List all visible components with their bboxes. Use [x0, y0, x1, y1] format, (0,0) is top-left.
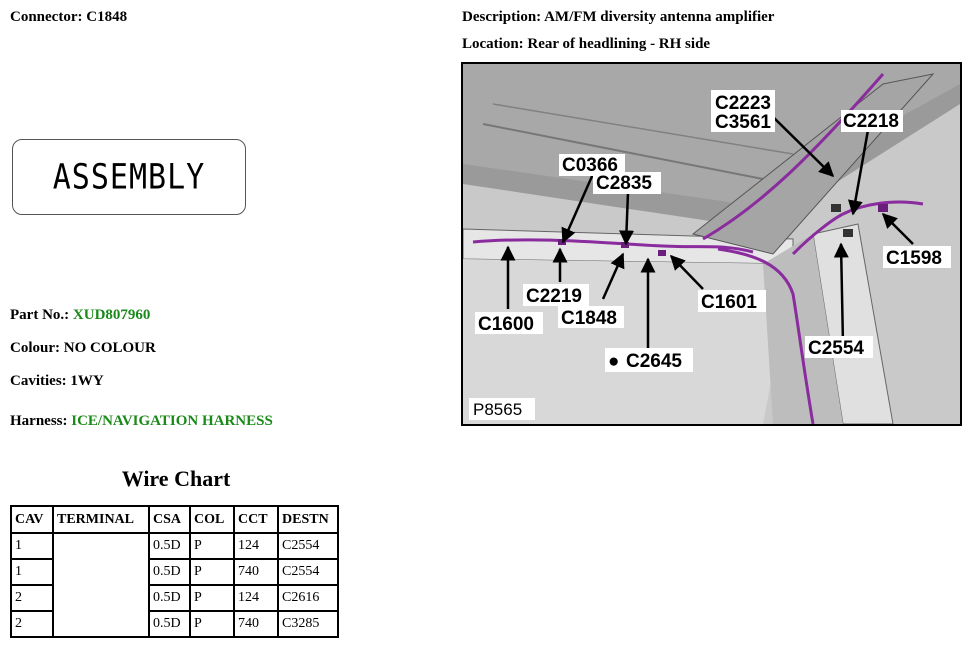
callout-c1601: C1601 — [701, 292, 757, 313]
table-row: 1 0.5D P 124 C2554 — [10, 532, 339, 638]
cell-col: P — [189, 584, 235, 612]
part-number-link[interactable]: XUD807960 — [72, 307, 151, 323]
harness-link[interactable]: ICE/NAVIGATION HARNESS — [71, 413, 273, 429]
wire-chart-table: CAV TERMINAL CSA COL CCT DESTN 1 0.5D P … — [10, 505, 339, 638]
col-header-csa: CSA — [148, 505, 191, 534]
cell-cav: 1 — [10, 558, 54, 586]
cell-cct: 740 — [233, 610, 279, 638]
description-label: Description: AM/FM diversity antenna amp… — [462, 9, 775, 25]
cell-terminal — [52, 532, 150, 638]
location-figure: C2223 C3561 C2218 C0366 C2835 C2219 C184… — [461, 62, 962, 426]
cell-csa: 0.5D — [148, 558, 191, 586]
col-header-terminal: TERMINAL — [52, 505, 150, 534]
cell-destn: C2616 — [277, 584, 339, 612]
figure-id: P8565 — [473, 400, 522, 419]
part-number-label: Part No.: — [10, 307, 70, 323]
cell-cav: 2 — [10, 584, 54, 612]
assembly-badge-text: ASSEMBLY — [52, 156, 206, 198]
cavities-label: Cavities: 1WY — [10, 373, 104, 389]
callout-c2645: C2645 — [626, 351, 682, 372]
cell-csa: 0.5D — [148, 610, 191, 638]
cell-cav: 2 — [10, 610, 54, 638]
location-label: Location: Rear of headlining - RH side — [462, 36, 711, 52]
cell-cct: 740 — [233, 558, 279, 586]
cell-col: P — [189, 558, 235, 586]
col-header-cav: CAV — [10, 505, 54, 534]
table-row: 1 0.5D P 740 C2554 — [10, 558, 339, 586]
callout-c1848: C1848 — [561, 308, 617, 329]
callout-dot-marker: ● — [608, 351, 619, 372]
cell-csa: 0.5D — [148, 584, 191, 612]
colour-label: Colour: NO COLOUR — [10, 340, 156, 356]
cell-cct: 124 — [233, 532, 279, 560]
part-number-row: Part No.: XUD807960 — [10, 307, 150, 324]
cell-cct: 124 — [233, 584, 279, 612]
cell-destn: C2554 — [277, 558, 339, 586]
cell-col: P — [189, 610, 235, 638]
callout-c0366: C0366 — [562, 155, 618, 176]
col-header-destn: DESTN — [277, 505, 339, 534]
callout-c2218: C2218 — [843, 111, 899, 132]
callout-c2219: C2219 — [526, 286, 582, 307]
harness-label: Harness: — [10, 413, 68, 429]
col-header-col: COL — [189, 505, 235, 534]
assembly-badge: ASSEMBLY — [12, 139, 246, 215]
connector-label: Connector: C1848 — [10, 9, 128, 25]
cell-destn: C2554 — [277, 532, 339, 560]
cell-cav: 1 — [10, 532, 54, 560]
callout-c2223: C2223 — [715, 93, 771, 114]
location-illustration: C2223 C3561 C2218 C0366 C2835 C2219 C184… — [463, 64, 960, 424]
callout-c2554: C2554 — [808, 338, 864, 359]
callout-c1598: C1598 — [886, 248, 942, 269]
callout-c3561: C3561 — [715, 112, 771, 133]
cell-destn: C3285 — [277, 610, 339, 638]
col-header-cct: CCT — [233, 505, 279, 534]
cell-csa: 0.5D — [148, 532, 191, 560]
harness-row: Harness: ICE/NAVIGATION HARNESS — [10, 413, 273, 430]
callout-c1600: C1600 — [478, 314, 534, 335]
wire-chart-header-row: CAV TERMINAL CSA COL CCT DESTN — [10, 505, 339, 534]
table-row: 2 0.5D P 124 C2616 — [10, 584, 339, 612]
callout-c2835: C2835 — [596, 173, 652, 194]
table-row: 2 0.5D P 740 C3285 — [10, 610, 339, 638]
cell-col: P — [189, 532, 235, 560]
wire-chart-title: Wire Chart — [121, 466, 231, 491]
